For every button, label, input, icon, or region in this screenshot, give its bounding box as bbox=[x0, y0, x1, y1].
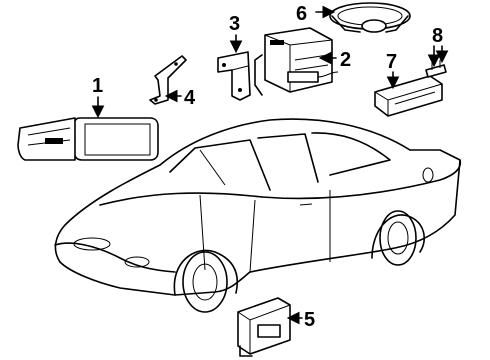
mounting-bracket-part bbox=[217, 51, 251, 101]
antenna-connector-part bbox=[425, 60, 447, 78]
control-module-part bbox=[237, 297, 291, 357]
callout-6: 6 bbox=[296, 3, 307, 25]
callout-4: 4 bbox=[184, 87, 196, 109]
car-illustration bbox=[54, 118, 462, 313]
amplifier-part bbox=[374, 75, 443, 117]
radio-receiver-part bbox=[254, 27, 339, 96]
callout-8: 8 bbox=[432, 25, 443, 47]
callout-5: 5 bbox=[304, 309, 315, 331]
callout-3: 3 bbox=[229, 13, 240, 35]
display-unit-part bbox=[17, 117, 159, 161]
callout-labels: 1 2 3 4 5 6 7 8 bbox=[92, 3, 443, 331]
side-bracket-part bbox=[149, 55, 187, 105]
callout-7: 7 bbox=[386, 51, 397, 73]
leader-lines bbox=[91, 5, 449, 325]
callout-1: 1 bbox=[92, 75, 103, 97]
speaker-part bbox=[329, 2, 411, 33]
callout-2: 2 bbox=[340, 49, 351, 71]
